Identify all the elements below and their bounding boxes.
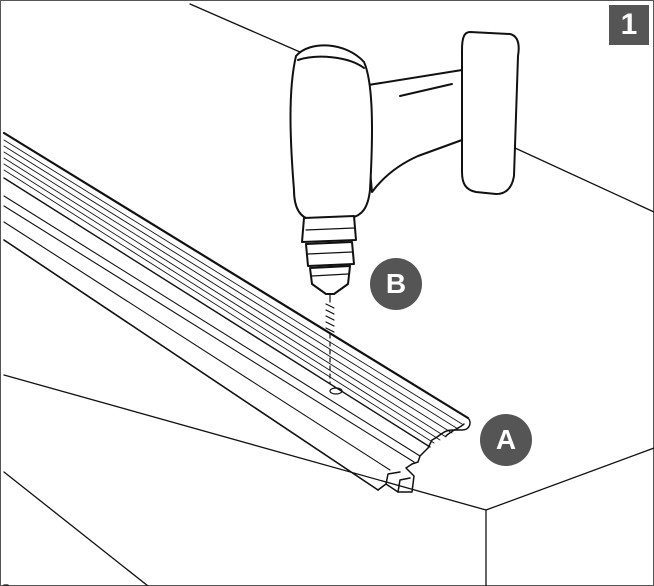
- step-number-badge: 1: [609, 5, 649, 45]
- callout-b-screw: B: [370, 258, 422, 310]
- screw-icon: [325, 291, 335, 385]
- rail-profile: [2, 131, 471, 493]
- drill-hole: [329, 387, 343, 395]
- drill-icon: [289, 31, 520, 295]
- callout-a-rail: A: [480, 414, 532, 466]
- mounting-surface: [3, 3, 654, 586]
